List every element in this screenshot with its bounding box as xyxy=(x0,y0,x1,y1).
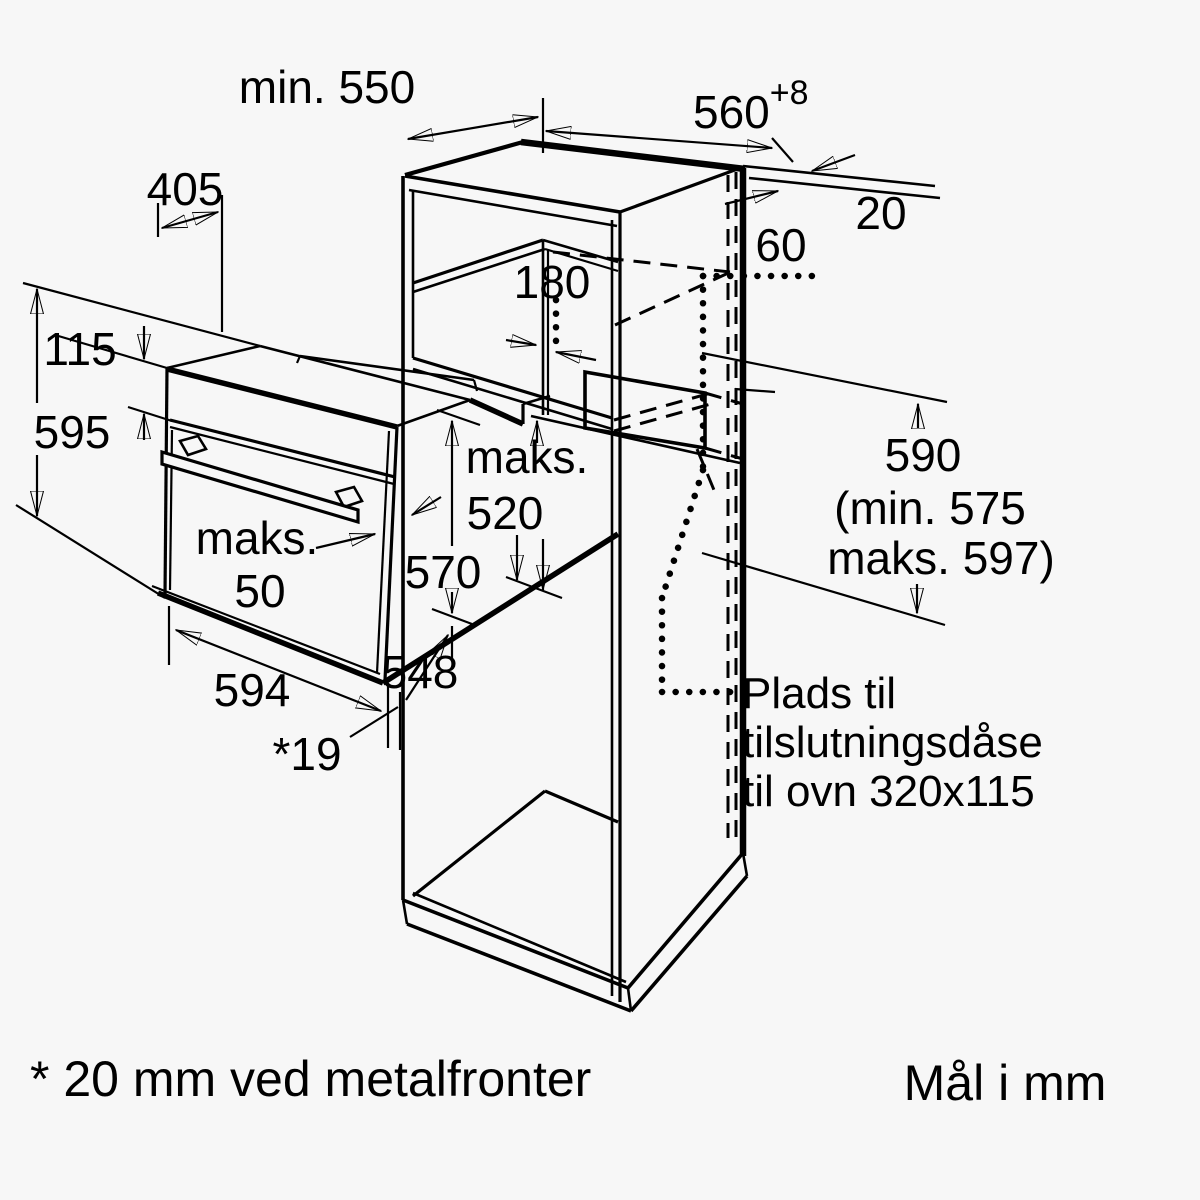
units-note: Mål i mm xyxy=(904,1055,1107,1111)
dim-590-max-label: maks. 597) xyxy=(827,532,1055,584)
dim-min-550-label: min. 550 xyxy=(239,61,415,113)
dimension-labels: min. 550 560+8 20 405 180 60 115 595 mak… xyxy=(34,61,1055,780)
dim-590-min-label: (min. 575 xyxy=(834,482,1026,534)
dim-520-label: 520 xyxy=(467,487,544,539)
dim-590-label: 590 xyxy=(885,429,962,481)
dim-19-overhang-label: *19 xyxy=(272,728,341,780)
dim-maks-520-word: maks. xyxy=(466,431,589,483)
junction-note-line3: til ovn 320x115 xyxy=(742,767,1035,816)
dim-560-plus8-label: 560+8 xyxy=(693,74,809,138)
footnote-metal-fronts: * 20 mm ved metalfronter xyxy=(30,1051,591,1107)
dim-60-label: 60 xyxy=(755,219,806,271)
dim-594-label: 594 xyxy=(214,664,291,716)
junction-note-line1: Plads til xyxy=(742,669,896,718)
dim-595-label: 595 xyxy=(34,406,111,458)
dim-548-label: 548 xyxy=(382,646,459,698)
dim-405-label: 405 xyxy=(147,163,224,215)
dim-115-label: 115 xyxy=(43,323,116,375)
junction-note-line2: tilslutningsdåse xyxy=(742,718,1043,767)
dim-20-rear-gap-label: 20 xyxy=(855,187,906,239)
construction-lines xyxy=(15,98,948,750)
dimension-lines xyxy=(37,117,918,738)
dim-570-label: 570 xyxy=(405,546,482,598)
cabinet-outline xyxy=(401,138,941,1013)
dim-maks-50-word: maks. xyxy=(196,512,319,564)
dim-50-label: 50 xyxy=(234,565,285,617)
junction-box-hatch xyxy=(583,369,745,461)
note-junction-box: Plads til tilslutningsdåse til ovn 320x1… xyxy=(742,669,1043,816)
dim-180-label: 180 xyxy=(514,256,591,308)
